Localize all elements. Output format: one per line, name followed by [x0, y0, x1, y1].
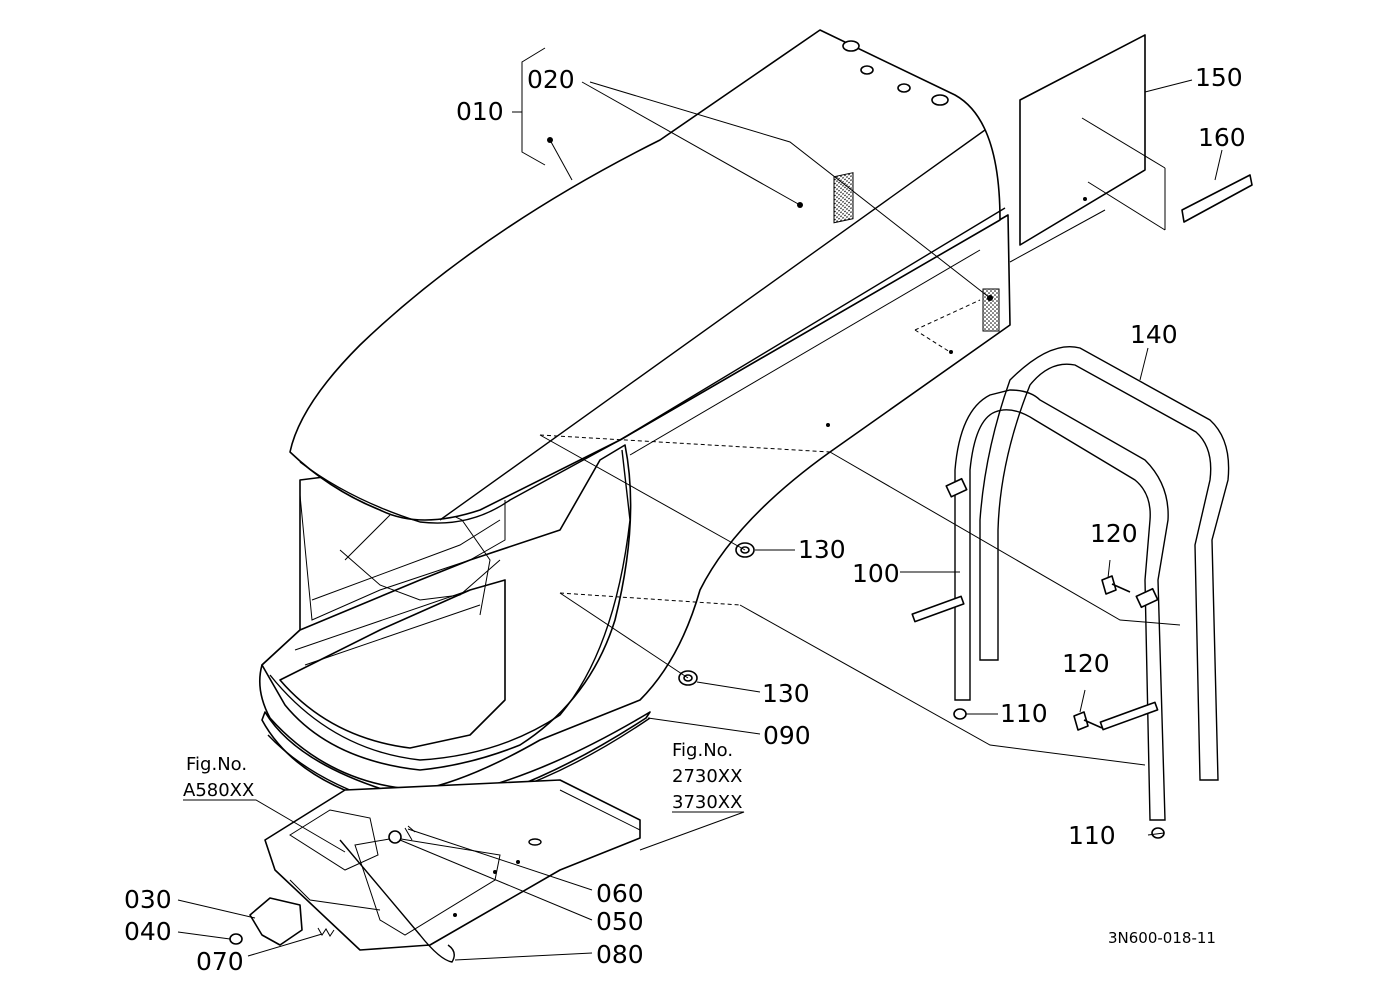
- fig-ref-right-code-2: 3730XX: [672, 792, 742, 813]
- label-160: 160: [1198, 123, 1246, 152]
- bonnet-inner-cavity: [279, 579, 506, 749]
- bolt-120-b: [1073, 711, 1103, 731]
- spring-070: [317, 927, 335, 937]
- bonnet-assembly: [259, 29, 1011, 791]
- label-120-lower: 120: [1062, 649, 1110, 678]
- label-080: 080: [596, 940, 644, 969]
- frame-140: [979, 346, 1230, 781]
- latch-bracket: [249, 897, 303, 946]
- hood-mount-hole: [897, 83, 911, 93]
- label-030: 030: [124, 885, 172, 914]
- label-140: 140: [1130, 320, 1178, 349]
- caution-label-plate: [833, 172, 854, 224]
- label-120-upper: 120: [1090, 519, 1138, 548]
- label-050: 050: [596, 907, 644, 936]
- fig-ref-right-code-1: 2730XX: [672, 766, 742, 787]
- washer-050: [388, 830, 402, 844]
- bolt-040: [229, 933, 243, 945]
- label-020: 020: [527, 65, 575, 94]
- frame-100: [954, 389, 1169, 821]
- label-110-upper: 110: [1000, 699, 1048, 728]
- hood-mount-hole: [931, 94, 949, 106]
- hood-mount-hole: [842, 40, 860, 52]
- bolt-120-a: [1101, 575, 1131, 595]
- label-070: 070: [196, 947, 244, 976]
- side-panel-150: [1019, 34, 1146, 246]
- label-130-upper: 130: [798, 535, 846, 564]
- bonnet-hood-top: [289, 29, 1001, 521]
- label-010: 010: [456, 97, 504, 126]
- label-090: 090: [763, 721, 811, 750]
- nut-110-a: [953, 708, 967, 720]
- leader-lines: [177, 47, 1223, 961]
- fig-ref-left-title: Fig.No.: [186, 754, 247, 775]
- label-150: 150: [1195, 63, 1243, 92]
- seal-strip-160: [1181, 174, 1253, 223]
- label-110-lower: 110: [1068, 821, 1116, 850]
- fig-ref-left-code: A580XX: [183, 780, 254, 801]
- fig-ref-right-title: Fig.No.: [672, 740, 733, 761]
- release-cable: [339, 839, 455, 963]
- hood-mount-hole: [860, 65, 874, 75]
- support-frame: [911, 346, 1230, 821]
- label-040: 040: [124, 917, 172, 946]
- label-060: 060: [596, 879, 644, 908]
- under-panel: [264, 779, 641, 951]
- caution-label-plate: [982, 288, 1000, 332]
- drawing-code: 3N600-018-11: [1108, 929, 1216, 947]
- label-100: 100: [852, 559, 900, 588]
- part-labels: 010 020 150 160 140 130 130 100 120 120 …: [124, 63, 1246, 976]
- label-130-lower: 130: [762, 679, 810, 708]
